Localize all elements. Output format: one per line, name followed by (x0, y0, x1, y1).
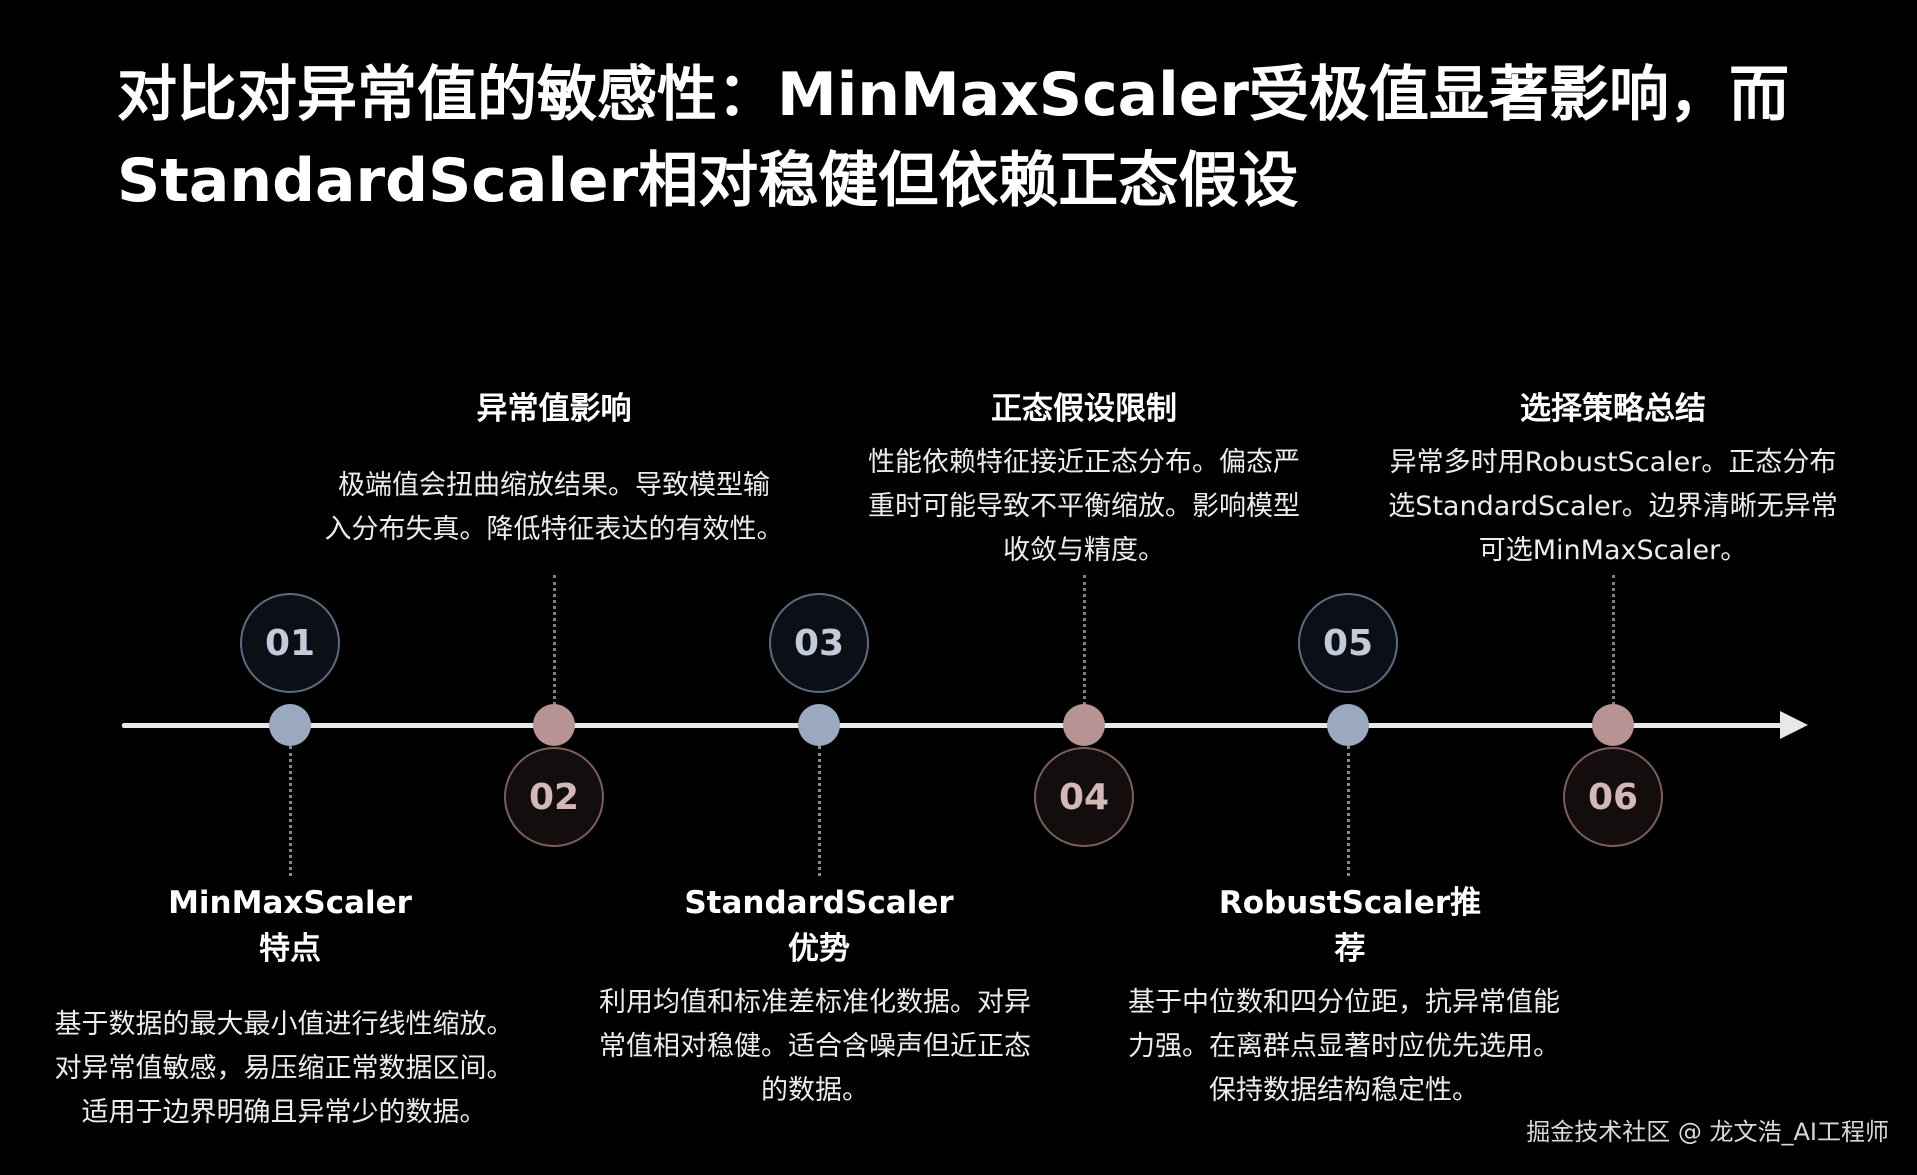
title-line-2: StandardScaler相对稳健但依赖正态假设 (117, 146, 1299, 216)
step-heading-line: 异常值影响 (476, 391, 632, 427)
step-heading: MinMaxScaler 特点 (168, 880, 412, 972)
connector-line (818, 746, 821, 876)
page-title: 对比对异常值的敏感性：MinMaxScaler受极值显著影响，而 Standar… (117, 52, 1817, 224)
connector-line (289, 746, 292, 876)
step-heading-line: 优势 (787, 931, 850, 967)
step-description: 异常多时用RobustScaler。正态分布 选StandardScaler。边… (1388, 441, 1838, 573)
timeline-dot (1063, 704, 1105, 746)
timeline-dot (269, 704, 311, 746)
timeline-dot (1592, 704, 1634, 746)
step-number-badge: 06 (1563, 747, 1663, 847)
step-description-line: 选StandardScaler。边界清晰无异常 (1388, 491, 1838, 522)
title-line-1: 对比对异常值的敏感性：MinMaxScaler受极值显著影响，而 (117, 60, 1790, 130)
step-description-line: 异常多时用RobustScaler。正态分布 (1389, 447, 1837, 478)
step-heading: 选择策略总结 (1520, 386, 1706, 432)
step-description-line: 适用于边界明确且异常少的数据。 (81, 1097, 487, 1128)
step-number-badge: 03 (769, 593, 869, 693)
step-description-line: 保持数据结构稳定性。 (1209, 1075, 1479, 1106)
step-heading: StandardScaler 优势 (684, 880, 953, 972)
step-description: 基于中位数和四分位距，抗异常值能 力强。在离群点显著时应优先选用。 保持数据结构… (1128, 981, 1560, 1113)
step-description-line: 常值相对稳健。适合含噪声但近正态 (599, 1031, 1031, 1062)
step-description-line: 重时可能导致不平衡缩放。影响模型 (868, 491, 1300, 522)
step-description-line: 对异常值敏感，易压缩正常数据区间。 (54, 1053, 514, 1084)
step-description: 性能依赖特征接近正态分布。偏态严 重时可能导致不平衡缩放。影响模型 收敛与精度。 (868, 441, 1300, 573)
step-heading-line: 选择策略总结 (1520, 391, 1706, 427)
step-description: 基于数据的最大最小值进行线性缩放。 对异常值敏感，易压缩正常数据区间。 适用于边… (55, 1003, 514, 1135)
step-number-badge: 01 (240, 593, 340, 693)
connector-line (1612, 575, 1615, 705)
step-heading-line: MinMaxScaler (168, 885, 412, 921)
step-description: 利用均值和标准差标准化数据。对异 常值相对稳健。适合含噪声但近正态 的数据。 (599, 981, 1031, 1113)
step-description-line: 极端值会扭曲缩放结果。导致模型输 (338, 470, 770, 501)
timeline-dot (533, 704, 575, 746)
step-description-line: 入分布失真。降低特征表达的有效性。 (324, 514, 784, 545)
step-description-line: 性能依赖特征接近正态分布。偏态严 (868, 447, 1300, 478)
step-description-line: 收敛与精度。 (1003, 535, 1165, 566)
connector-line (553, 575, 556, 705)
step-description-line: 的数据。 (761, 1075, 869, 1106)
timeline-dot (1327, 704, 1369, 746)
step-description-line: 可选MinMaxScaler。 (1478, 535, 1748, 566)
step-description-line: 基于数据的最大最小值进行线性缩放。 (54, 1009, 514, 1040)
step-heading: RobustScaler推 荐 (1219, 880, 1481, 972)
step-heading-line: 正态假设限制 (991, 391, 1177, 427)
timeline-arrow-icon (1780, 711, 1808, 739)
step-description-line: 基于中位数和四分位距，抗异常值能 (1128, 987, 1560, 1018)
connector-line (1347, 746, 1350, 876)
step-number-badge: 04 (1034, 747, 1134, 847)
step-number-badge: 05 (1298, 593, 1398, 693)
step-description: 极端值会扭曲缩放结果。导致模型输 入分布失真。降低特征表达的有效性。 (325, 464, 784, 552)
step-number-badge: 02 (504, 747, 604, 847)
step-description-line: 利用均值和标准差标准化数据。对异 (599, 987, 1031, 1018)
step-heading: 正态假设限制 (991, 386, 1177, 432)
step-heading-line: StandardScaler (684, 885, 954, 921)
step-heading: 异常值影响 (477, 386, 632, 432)
step-heading-line: RobustScaler推 (1218, 885, 1482, 921)
watermark: 掘金技术社区 @ 龙文浩_AI工程师 (1526, 1118, 1889, 1146)
timeline-dot (798, 704, 840, 746)
step-heading-line: 特点 (259, 931, 321, 967)
step-description-line: 力强。在离群点显著时应优先选用。 (1128, 1031, 1560, 1062)
timeline-axis (122, 723, 1784, 728)
connector-line (1083, 575, 1086, 705)
step-heading-line: 荐 (1334, 931, 1366, 967)
